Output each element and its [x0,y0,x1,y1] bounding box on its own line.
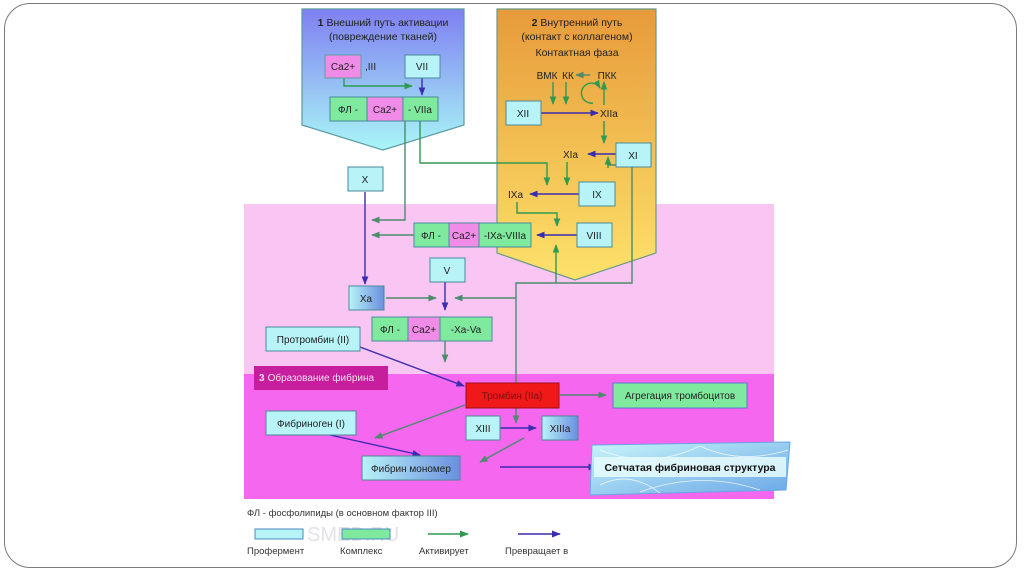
node-ixa: IXa [508,190,523,201]
extrinsic-title-2: (повреждение тканей) [329,31,437,43]
svg-text:XI: XI [628,151,637,162]
arrow-ca-to-vii [343,78,413,90]
svg-text:Протромбин (II): Протромбин (II) [277,334,349,346]
svg-text:VII: VII [416,62,428,73]
arrow-ixa-to-complex [516,202,561,227]
svg-text:Ca2+: Ca2+ [373,105,397,116]
node-ix: IX [578,181,616,207]
node-fibrinogen: Фибриноген (I) [265,410,357,436]
svg-text:Профермент: Профермент [247,546,305,557]
arrow-fibrinogen-to-monomer [329,434,421,457]
node-ca-iii: Ca2+ ,III [324,54,376,79]
node-x: X [347,166,384,192]
node-xia: XIa [563,150,578,161]
arrow-viia-to-x [371,120,406,224]
svg-text:- VIIa: - VIIa [408,105,432,116]
arrow-thrombin-to-fibrinogen [374,404,466,439]
node-prothrombin: Протромбин (II) [265,326,361,352]
arrow-prothrombin-to-thrombin [359,346,465,387]
svg-text:XIIIa: XIIIa [550,424,571,435]
arrow-xiiia-to-monomer [479,437,525,463]
legend-complex: Комплекс [340,528,391,557]
node-viii: VIII [576,222,613,248]
legend-converts: Превращает в [505,530,568,557]
svg-text:IX: IX [592,190,602,201]
node-vmk: ВМК [537,71,558,82]
svg-text:X: X [362,175,369,186]
svg-text:XIII: XIII [475,424,490,435]
svg-text:Превращает в: Превращает в [505,546,568,557]
svg-text:Ca2+: Ca2+ [452,231,476,242]
node-xii: XII [505,100,542,126]
legend-activates: Активирует [419,530,469,557]
node-fibrin-network: Сетчатая фибриновая структура [589,441,791,496]
svg-text:ФЛ -: ФЛ - [380,325,400,336]
intrinsic-title-2: (контакт с коллагеном) [521,31,632,43]
svg-text:Активирует: Активирует [419,546,469,557]
proenzyme-swatch [254,528,304,540]
svg-text:Xa: Xa [360,294,373,305]
svg-text:Ca2+: Ca2+ [412,325,436,336]
intrinsic-subtitle: Контактная фаза [535,47,618,59]
legend-proenzyme: Профермент [247,528,305,557]
svg-text:ФЛ -: ФЛ - [421,231,441,242]
svg-text:-Xa-Va: -Xa-Va [451,325,482,336]
svg-text:,III: ,III [365,62,376,73]
svg-text:-IXa-VIIIa: -IXa-VIIIa [484,231,527,242]
node-platelet-aggregation: Агрегация тромбоцитов [612,382,748,409]
svg-text:V: V [444,266,451,277]
node-xa: Xa [348,285,385,311]
complex-fl-ca-ixa-viiia: ФЛ - Ca2+ -IXa-VIIIa [413,222,532,248]
node-kk: КК [562,71,574,82]
feedback-loop-arrow [580,79,601,104]
node-thrombin: Тромбин (IIa) [465,382,560,409]
node-xi: XI [615,142,652,168]
intrinsic-pathway-zone [496,8,657,281]
svg-text:Фибриноген (I): Фибриноген (I) [277,418,345,430]
node-xiiia: XIIIa [541,415,579,441]
node-vii: VII [404,54,441,79]
connectors [329,71,633,471]
svg-text:Агрегация тромбоцитов: Агрегация тромбоцитов [625,390,735,402]
slide-frame [4,3,1017,568]
svg-text:Тромбин (IIa): Тромбин (IIa) [482,390,543,402]
svg-text:Ca2+: Ca2+ [331,62,355,73]
complex-fl-ca-viia: ФЛ - Ca2+ - VIIa [329,96,439,122]
svg-text:ФЛ -: ФЛ - [338,105,358,116]
arrow-viia-to-ix [419,120,551,186]
svg-text:Комплекс: Комплекс [340,546,383,557]
node-xiii: XIII [465,415,501,441]
svg-text:Сетчатая фибриновая структура: Сетчатая фибриновая структура [604,462,775,474]
node-pkk: ПКК [598,71,617,82]
svg-text:Фибрин мономер: Фибрин мономер [371,463,451,475]
legend-note: ФЛ - фосфолипиды (в основном фактор III) [247,508,438,519]
svg-text:VIII: VIII [586,231,601,242]
node-fibrin-monomer: Фибрин мономер [361,455,461,481]
svg-text:XII: XII [517,109,529,120]
complex-fl-ca-xa-va: ФЛ - Ca2+ -Xa-Va [371,316,493,342]
complex-swatch [341,528,391,540]
node-v: V [429,257,466,283]
node-xiia: XIIa [600,109,618,120]
